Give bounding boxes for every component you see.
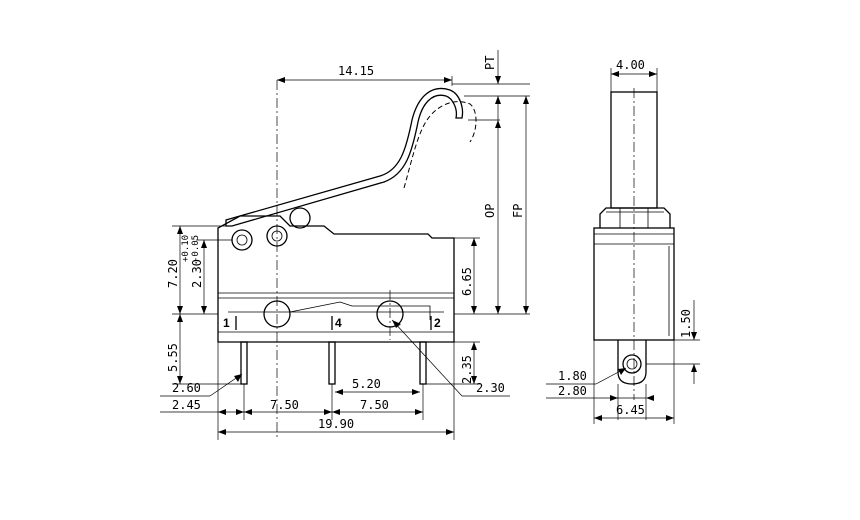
dim-tol-minus: -0.05 bbox=[191, 235, 201, 262]
switch-housing bbox=[217, 215, 455, 343]
dim-tol-plus: +0.10 bbox=[181, 235, 191, 262]
terminal-label-1: 1 bbox=[223, 316, 230, 330]
terminal-pin-4 bbox=[328, 341, 336, 385]
dim-body-height: 6.65 bbox=[460, 267, 474, 296]
dim-pin-length: 5.55 bbox=[166, 343, 180, 372]
dim-terminal-width: 2.80 bbox=[558, 384, 587, 398]
dim-pin-hole-height: 2.30 bbox=[190, 259, 204, 288]
label-fp: FP bbox=[511, 204, 525, 218]
lever-roller bbox=[289, 207, 311, 229]
side-terminal-hole-inner bbox=[626, 358, 638, 370]
terminal-label-2: 2 bbox=[434, 316, 441, 330]
dim-terminal-drop: 2.35 bbox=[460, 355, 474, 384]
dim-left-offset-b: 2.45 bbox=[172, 398, 201, 412]
side-terminal-hole bbox=[622, 354, 642, 374]
lever-arm bbox=[225, 87, 464, 227]
contact-spring bbox=[289, 301, 431, 320]
terminal-pin-1 bbox=[240, 341, 248, 385]
dim-actuator-width: 4.00 bbox=[616, 58, 645, 72]
dim-body-width: 6.45 bbox=[616, 403, 645, 417]
terminal-pin-2 bbox=[419, 341, 427, 385]
front-view: 1 4 2 14.15 PT OP FP bbox=[160, 50, 530, 440]
dim-lever-reach: 14.15 bbox=[338, 64, 374, 78]
dim-total-height: 7.20 bbox=[166, 259, 180, 288]
side-terminal-tab bbox=[617, 340, 647, 385]
dim-terminal-spacing: 5.20 bbox=[352, 377, 381, 391]
pivot-pin-left bbox=[231, 229, 253, 251]
pivot-pin-left-inner bbox=[236, 234, 248, 246]
lever-free-position bbox=[403, 101, 477, 189]
label-pt: PT bbox=[483, 56, 497, 70]
label-op: OP bbox=[483, 204, 497, 218]
dim-hole-diameter: 1.80 bbox=[558, 369, 587, 383]
side-top-flange bbox=[599, 207, 671, 228]
dim-right-hole: 2.30 bbox=[476, 381, 505, 395]
dim-pitch-left: 7.50 bbox=[270, 398, 299, 412]
dim-pitch-right: 7.50 bbox=[360, 398, 389, 412]
dim-terminal-height: 1.50 bbox=[679, 309, 693, 338]
side-view: 4.00 1.50 1.80 2.80 6.45 bbox=[546, 58, 700, 424]
dim-left-offset-a: 2.60 bbox=[172, 381, 201, 395]
dim-overall-length: 19.90 bbox=[318, 417, 354, 431]
terminal-label-4: 4 bbox=[335, 316, 342, 330]
